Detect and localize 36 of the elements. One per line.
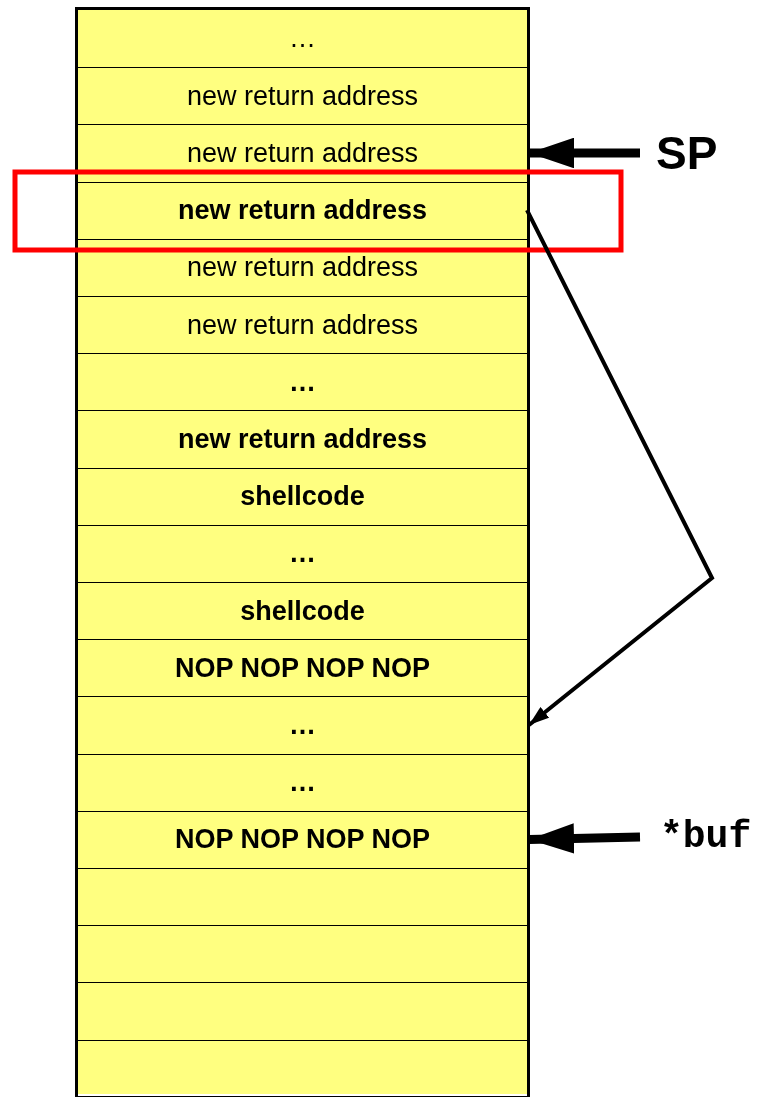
stack-slot — [78, 296, 527, 354]
slot-label: … — [289, 767, 316, 799]
pointer-label: *buf — [640, 818, 752, 856]
stack-slot — [78, 67, 527, 125]
slot-label: new return address — [186, 252, 419, 284]
pointer-label: SP — [640, 130, 718, 176]
stack-slot — [78, 925, 527, 983]
stack-slot — [78, 982, 527, 1040]
pointer-arrow — [528, 823, 641, 854]
stack-slot — [78, 1039, 527, 1094]
stack-slot — [78, 10, 527, 68]
stack-slot — [78, 181, 527, 239]
stack-slot — [78, 467, 527, 525]
slot-label: NOP NOP NOP NOP — [174, 824, 431, 856]
slot-label: … — [289, 366, 316, 398]
stack-slot — [78, 753, 527, 811]
slot-label: new return address — [186, 80, 419, 112]
stack-slot — [78, 353, 527, 411]
slot-label: new return address — [177, 195, 428, 227]
stack-slot — [78, 582, 527, 640]
slot-label: shellcode — [240, 481, 365, 513]
pointer-arrow — [529, 137, 640, 169]
stack-slot — [78, 410, 527, 468]
slot-label: … — [289, 538, 316, 570]
stack-slot — [78, 696, 527, 754]
stack-slot — [78, 639, 527, 697]
slot-label: shellcode — [240, 595, 365, 627]
stack-slot — [78, 524, 527, 582]
slot-label: … — [289, 710, 316, 741]
stack-slot — [78, 810, 527, 868]
slot-label: … — [289, 23, 316, 55]
slot-label: NOP NOP NOP NOP — [174, 652, 431, 684]
slot-label: new return address — [186, 138, 419, 169]
slot-label: new return address — [177, 424, 428, 455]
slot-label: new return address — [186, 309, 419, 341]
stack-slot — [78, 868, 527, 926]
